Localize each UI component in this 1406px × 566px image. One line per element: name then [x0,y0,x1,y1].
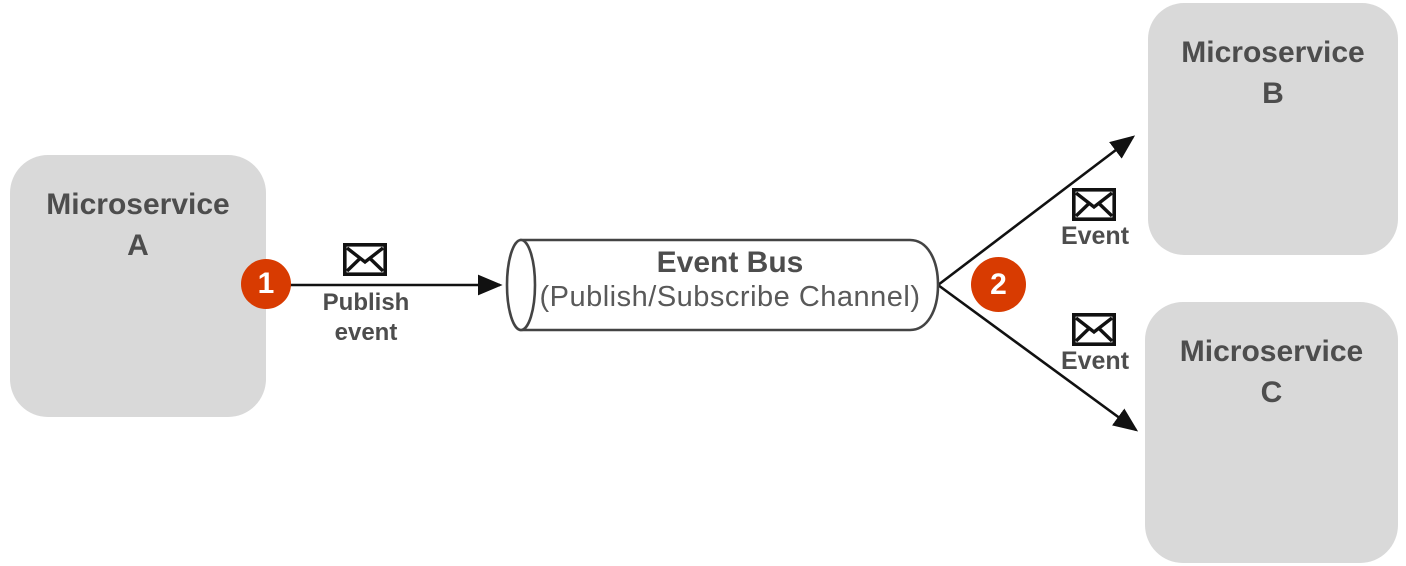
microservice-a-node: Microservice A [10,155,266,417]
step-2-badge: 2 [971,257,1026,312]
step-1-badge: 1 [241,259,291,309]
cylinder-rim [505,238,537,332]
microservice-b-label: Microservice B [1181,36,1365,110]
envelope-icon [1071,187,1117,221]
envelope-icon [1071,312,1117,346]
microservice-c-node: Microservice C [1145,302,1398,563]
microservice-b-node: Microservice B [1148,3,1398,255]
event-label-b: Event [1060,222,1130,250]
event-bus-title: Event Bus [656,246,804,279]
microservice-c-label: Microservice C [1179,335,1364,409]
event-label-c: Event [1060,347,1130,375]
arrow-to-c [937,283,1139,432]
microservice-a-label: Microservice A [46,188,230,262]
envelope-icon [342,242,388,276]
event-bus-subtitle: (Publish/Subscribe Channel) [539,281,921,313]
publish-event-label: Publish event [322,289,410,346]
arrow-to-b [937,135,1136,287]
event-bus-cylinder [505,238,940,332]
